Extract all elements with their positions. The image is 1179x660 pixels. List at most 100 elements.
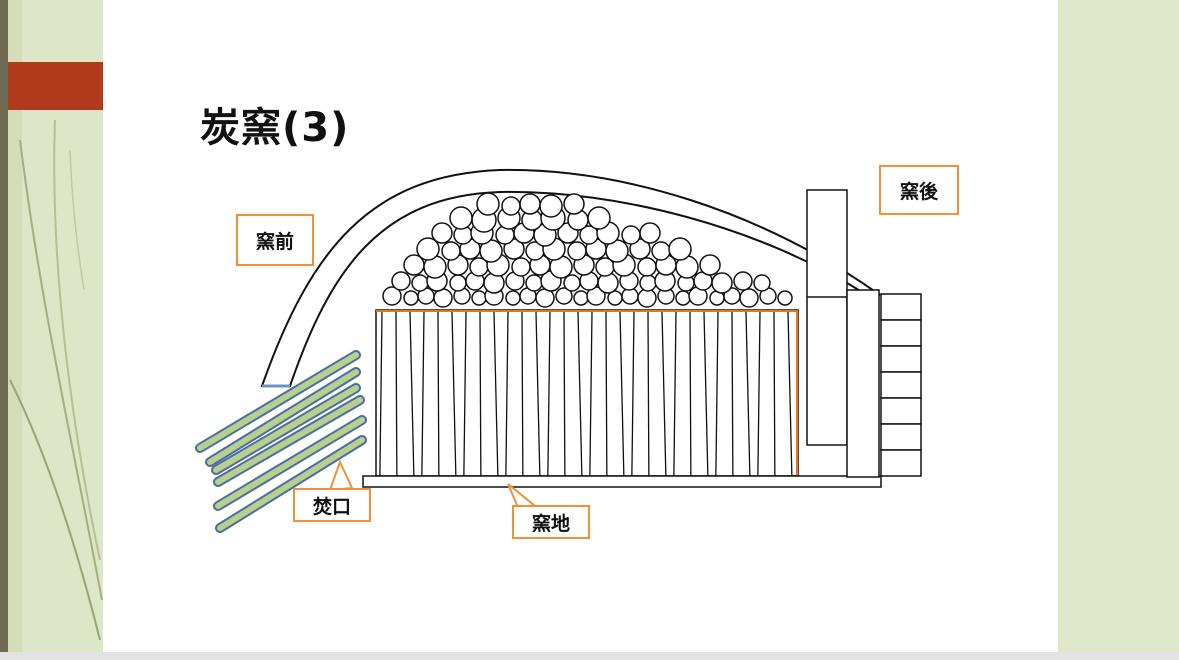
kiln-front-label: 窯前 (236, 214, 314, 266)
kiln-dome-wall (260, 168, 881, 387)
log-end (637, 288, 657, 308)
wood-stick (773, 311, 776, 477)
wood-stick (379, 311, 383, 477)
fire-mouth-bar (213, 385, 359, 473)
vertical-wood-stack (379, 311, 793, 477)
wood-stick (493, 311, 499, 477)
log-end (621, 225, 641, 245)
wood-stick (631, 311, 635, 477)
wood-stick (463, 311, 467, 477)
vine-stem (19, 139, 103, 601)
log-end (777, 290, 793, 306)
log-end (403, 290, 419, 306)
brick (880, 449, 922, 477)
vine-stem (53, 119, 101, 561)
wood-stick (563, 311, 566, 477)
brick (880, 397, 922, 425)
fire-mouth-bars (195, 350, 367, 533)
log-end (629, 238, 651, 260)
log-end (555, 287, 573, 305)
firewood-log-pile (382, 192, 793, 308)
wood-stick (521, 311, 524, 477)
fire-mouth-bar (197, 352, 359, 451)
brick (880, 371, 922, 399)
log-end (391, 271, 411, 291)
kiln-back-label: 窯後 (879, 165, 959, 215)
log-end (511, 257, 531, 277)
wood-stick (661, 311, 667, 477)
wood-stick (647, 311, 650, 477)
log-end (501, 196, 521, 216)
wood-stick (395, 311, 398, 477)
kiln-floor-label: 窯地 (512, 505, 590, 539)
log-end (711, 272, 733, 294)
log-end (651, 241, 671, 261)
wood-stick (535, 311, 541, 477)
log-end (733, 271, 753, 291)
vine-stem (69, 149, 85, 291)
log-end (519, 193, 541, 215)
vine-stem (9, 379, 101, 641)
wood-stick (787, 311, 793, 477)
title-accent-bar (8, 62, 103, 110)
log-end (449, 274, 467, 292)
log-end (476, 192, 500, 216)
wood-stick (577, 311, 583, 477)
wood-stick (757, 311, 761, 477)
log-end (639, 222, 661, 244)
brick (880, 423, 922, 451)
log-end (505, 290, 521, 306)
log-end (411, 274, 429, 292)
log-end (449, 206, 473, 230)
log-end (573, 290, 589, 306)
brick (880, 293, 922, 321)
fire-mouth-bar (215, 417, 365, 509)
log-end (637, 257, 657, 277)
wood-stick (689, 311, 692, 477)
rear-wall-pillar (806, 189, 848, 446)
wood-stick (715, 311, 719, 477)
slide-title: 炭窯(3) (200, 105, 350, 151)
log-end (675, 290, 691, 306)
log-end (441, 241, 461, 261)
rear-wall-column (846, 289, 880, 478)
wood-stick (619, 311, 625, 477)
brick (880, 319, 922, 347)
left-edge-stripe (8, 0, 22, 652)
right-margin-panel (1058, 0, 1179, 652)
log-end (739, 288, 759, 308)
fire-mouth-label: 焚口 (293, 488, 371, 522)
left-edge-bar (0, 0, 8, 652)
log-end (525, 274, 543, 292)
wood-stick (479, 311, 482, 477)
wood-stick (605, 311, 608, 477)
fire-mouth-bar (217, 437, 365, 531)
log-end (567, 241, 587, 261)
log-end (699, 254, 721, 276)
log-end (503, 238, 525, 260)
fire-mouth-bar (207, 369, 359, 465)
wood-stick (589, 311, 593, 477)
wood-stick (547, 311, 551, 477)
log-end (416, 237, 440, 261)
wood-stick (409, 311, 415, 477)
log-end (639, 274, 657, 292)
log-end (431, 222, 453, 244)
wood-stick (673, 311, 677, 477)
brick (880, 345, 922, 373)
log-end (471, 290, 487, 306)
wood-stick (421, 311, 425, 477)
log-end (753, 274, 771, 292)
kiln-floor-slab (362, 475, 882, 488)
log-end (563, 193, 585, 215)
fire-mouth-callout-pointer (328, 459, 354, 492)
log-end (587, 206, 611, 230)
log-end (539, 194, 563, 218)
wood-stick (703, 311, 709, 477)
log-end (668, 237, 692, 261)
log-end (382, 286, 402, 306)
wood-stick (731, 311, 734, 477)
